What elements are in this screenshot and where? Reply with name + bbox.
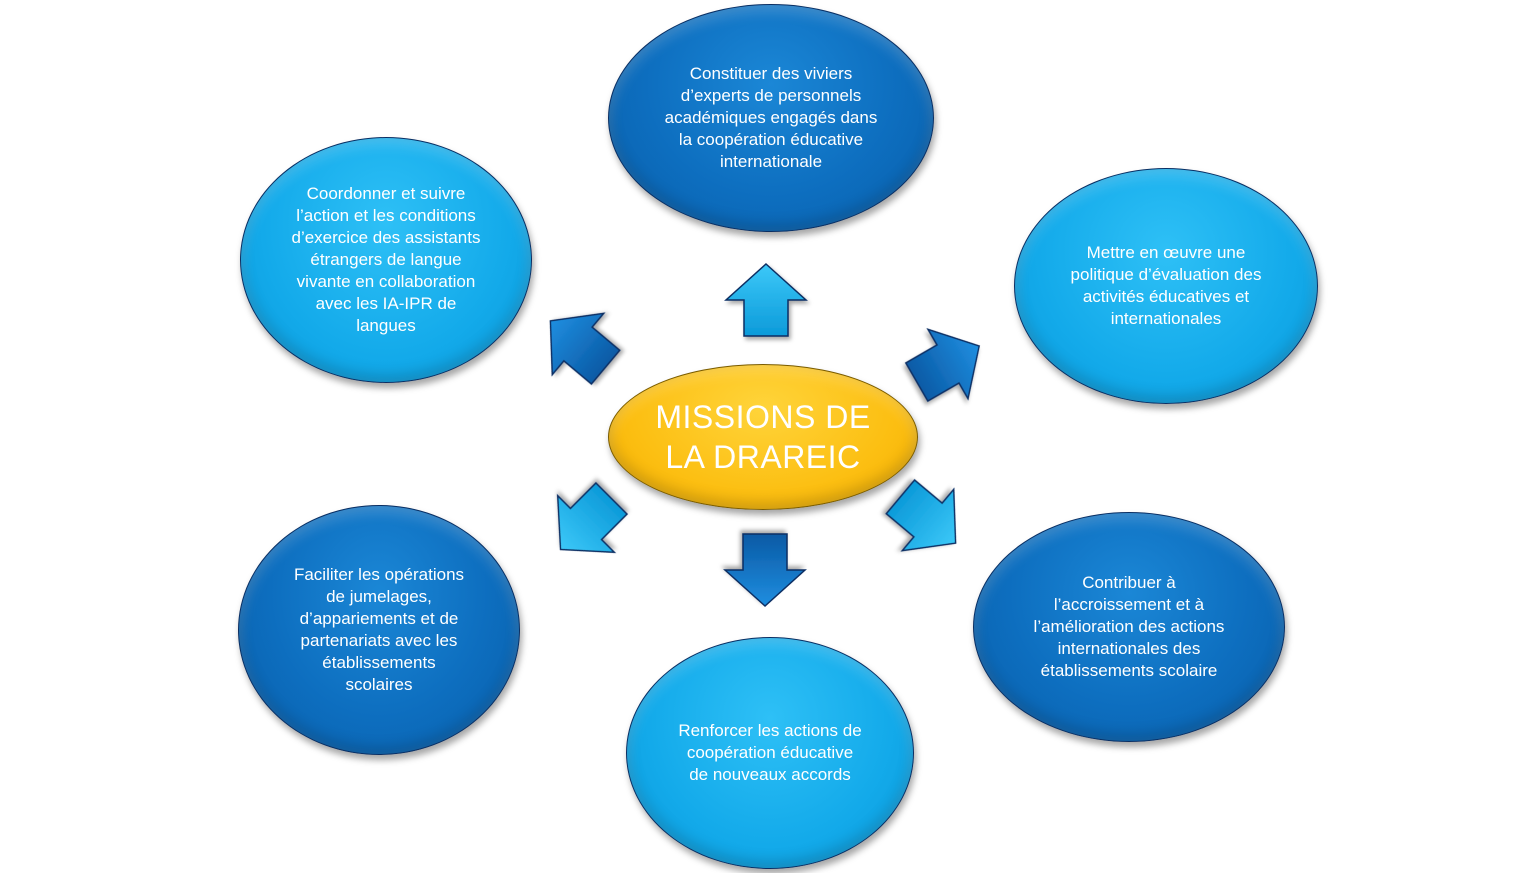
arrow-to-upper-left [549,312,621,386]
mission-bubble-top: Constituer des viviers d’experts de pers… [608,4,934,232]
mission-bubble-upper-left: Coordonner et suivre l’action et les con… [240,137,532,383]
mission-bubble-upper-right: Mettre en œuvre une politique d’évaluati… [1014,168,1318,404]
mission-bubble-lower-left: Faciliter les opérations de jumelages, d… [238,505,520,755]
arrow-to-bottom [723,533,807,608]
mission-text-lower-left: Faciliter les opérations de jumelages, d… [293,565,465,694]
mission-text-upper-left: Coordonner et suivre l’action et les con… [291,184,481,335]
central-title-bubble: MISSIONS DE LA DRAREIC [608,364,918,510]
mission-text-top: Constituer des viviers d’experts de pers… [664,64,878,171]
mission-text-upper-right: Mettre en œuvre une politique d’évaluati… [1070,243,1262,328]
arrow-to-lower-right [885,478,957,552]
mission-bubble-lower-right: Contribuer à l’accroissement et à l’amél… [973,512,1285,742]
arrow-to-upper-right [904,328,981,403]
arrow-to-top [724,262,808,337]
mission-bubble-bottom: Renforcer les actions de coopération édu… [626,637,914,869]
arrow-to-lower-left [556,481,629,554]
mission-text-lower-right: Contribuer à l’accroissement et à l’amél… [1033,573,1225,680]
central-title: MISSIONS DE LA DRAREIC [655,399,871,475]
mission-text-bottom: Renforcer les actions de coopération édu… [678,721,862,784]
